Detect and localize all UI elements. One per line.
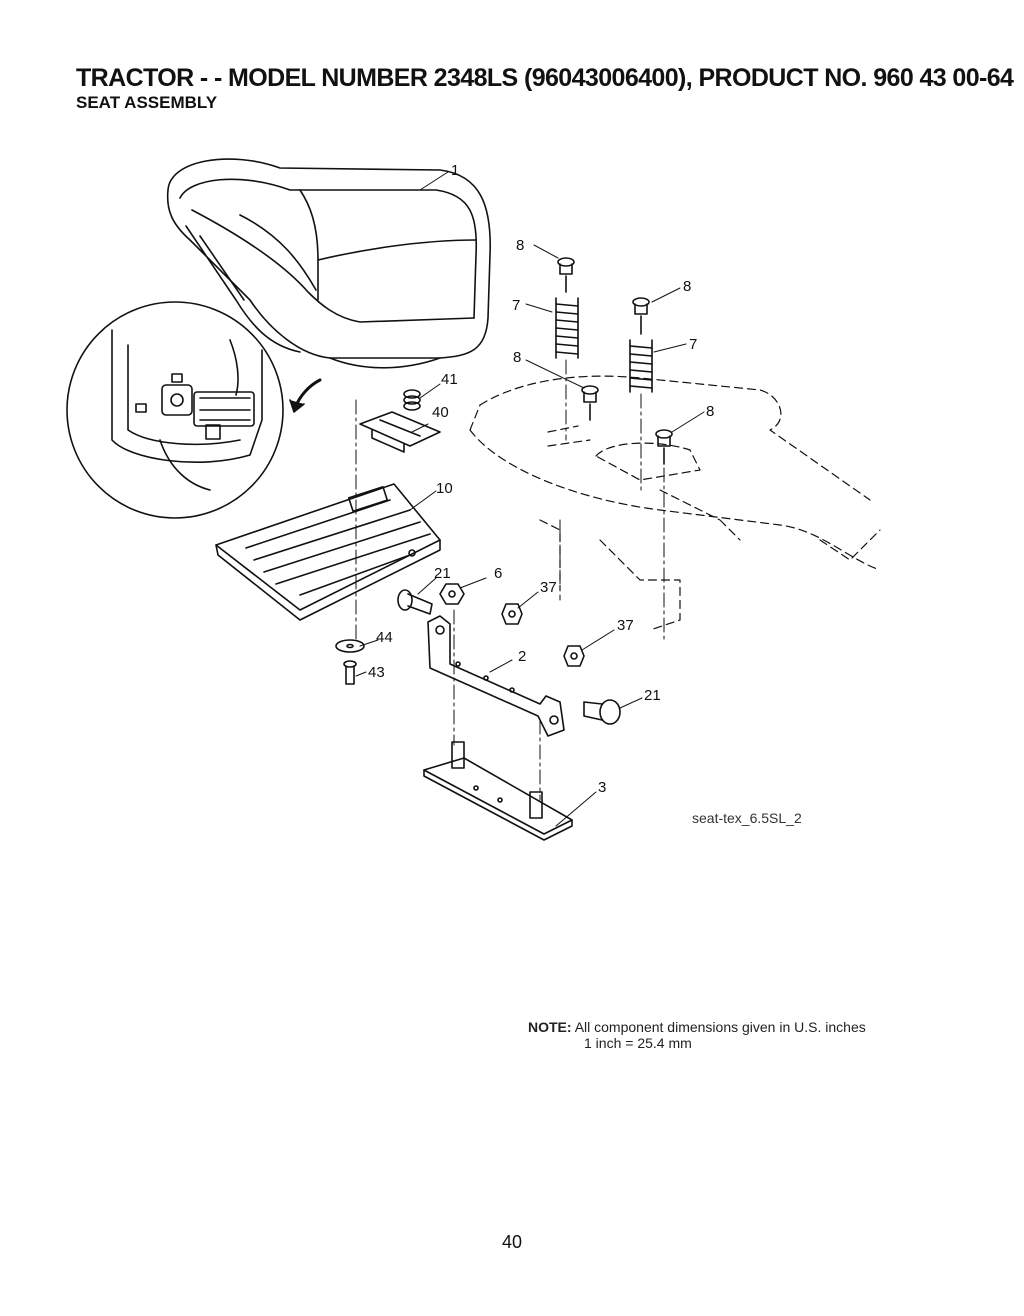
callout-6: 6 [494,565,502,582]
note-line-2: 1 inch = 25.4 mm [584,1035,692,1051]
bolt-21-right [583,699,621,725]
spring-41 [403,389,421,411]
assembly-centerlines [355,359,665,801]
bolt-21-left [397,589,433,615]
callout-43: 43 [368,664,385,681]
seat-cushion [166,158,492,369]
callout-44: 44 [376,629,393,646]
bolt-8-far [655,429,673,465]
units-note: NOTE: All component dimensions given in … [528,1019,866,1051]
bolt-8-top [557,257,575,293]
callout-37: 37 [617,617,634,634]
figure-id: seat-tex_6.5SL_2 [692,810,802,826]
bolt-8-right [632,297,650,335]
callout-41: 41 [441,371,458,388]
callout-7: 7 [512,297,520,314]
callout-1: 1 [451,162,459,179]
note-label: NOTE: [528,1019,572,1035]
detail-inset-circle [66,301,284,519]
mount-plate-3 [423,741,573,841]
tractor-frame-dashed [469,375,881,631]
callout-7: 7 [689,336,697,353]
callout-10: 10 [436,480,453,497]
nut-37-lower [563,645,585,667]
spring-7-right [629,339,653,393]
washer-44 [335,639,365,653]
bracket-2 [427,615,565,737]
callout-8: 8 [516,237,524,254]
bolt-8-mid [581,385,599,421]
callout-21: 21 [434,565,451,582]
nut-6 [439,583,465,605]
page-number: 40 [501,1232,523,1252]
seat-pan-10 [215,483,441,621]
callout-37: 37 [540,579,557,596]
callout-40: 40 [432,404,449,421]
section-subtitle: SEAT ASSEMBLY [76,93,218,112]
callout-8: 8 [683,278,691,295]
callout-2: 2 [518,648,526,665]
callout-8: 8 [706,403,714,420]
callout-leaders [355,171,705,827]
callout-8: 8 [513,349,521,366]
latch-clip-40 [359,411,441,453]
screw-43 [343,660,357,685]
callout-21: 21 [644,687,661,704]
page-title: TRACTOR - - MODEL NUMBER 2348LS (9604300… [76,64,1014,92]
callout-3: 3 [598,779,606,796]
spring-7-left [555,297,579,359]
note-line-1: All component dimensions given in U.S. i… [574,1019,866,1035]
nut-37-upper [501,603,523,625]
